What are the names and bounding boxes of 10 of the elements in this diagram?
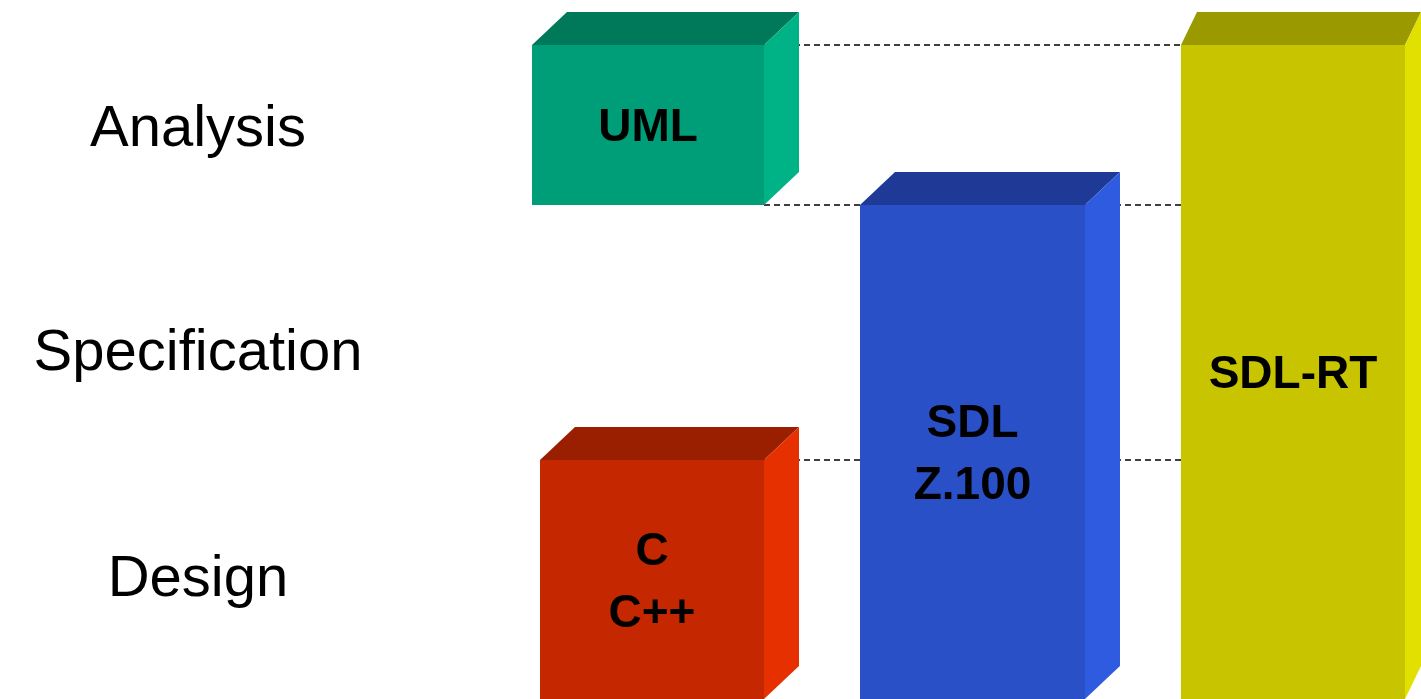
phase-label: Analysis bbox=[90, 92, 306, 159]
block-label: Z.100 bbox=[913, 456, 1032, 511]
block-label: C bbox=[635, 521, 669, 577]
block-label: SDL-RT bbox=[1208, 345, 1378, 400]
dashed-guide-line bbox=[763, 204, 861, 206]
block-label: C++ bbox=[608, 583, 696, 639]
block-label: UML bbox=[598, 98, 698, 153]
phase-label: Specification bbox=[33, 316, 363, 383]
block-label: SDL bbox=[926, 394, 1019, 449]
phase-label: Design bbox=[107, 542, 289, 609]
